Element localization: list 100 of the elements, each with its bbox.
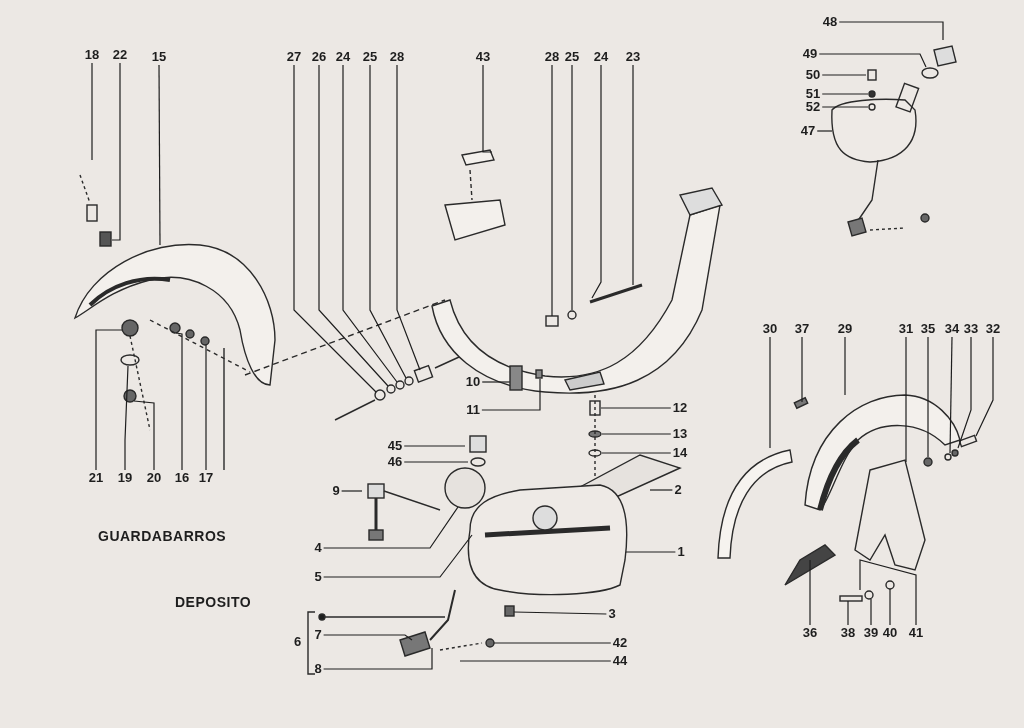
leader-line bbox=[158, 64, 161, 246]
leader-line bbox=[818, 53, 927, 68]
leader-line bbox=[481, 378, 541, 411]
callout-number: 11 bbox=[466, 403, 480, 417]
leader-line bbox=[513, 611, 607, 615]
callout-number: 20 bbox=[146, 471, 162, 485]
leader-line bbox=[957, 336, 972, 449]
leader-line bbox=[493, 642, 612, 644]
leader-line bbox=[571, 64, 573, 311]
leader-line bbox=[111, 62, 121, 241]
leader-line bbox=[481, 381, 511, 383]
leader-line bbox=[205, 344, 207, 471]
leader-line bbox=[369, 64, 407, 379]
callout-number: 44 bbox=[612, 654, 628, 668]
callout-number: 25 bbox=[362, 50, 378, 64]
leader-line bbox=[821, 93, 869, 95]
callout-number: 51 bbox=[805, 87, 821, 101]
leader-line bbox=[847, 600, 849, 626]
callout-number: 32 bbox=[985, 322, 1001, 336]
callout-number: 14 bbox=[672, 446, 688, 460]
leader-line bbox=[323, 634, 413, 641]
callout-number: 37 bbox=[794, 322, 810, 336]
leader-line bbox=[649, 489, 673, 491]
callout-number: 8 bbox=[314, 662, 322, 676]
callout-number: 45 bbox=[387, 439, 403, 453]
callout-number: 49 bbox=[802, 47, 818, 61]
callout-number: 18 bbox=[84, 48, 100, 62]
callout-number: 5 bbox=[314, 570, 322, 584]
callout-number: 13 bbox=[672, 427, 688, 441]
leader-line bbox=[124, 365, 129, 471]
leader-line bbox=[601, 452, 672, 454]
callout-number: 47 bbox=[800, 124, 816, 138]
callout-number: 29 bbox=[837, 322, 853, 336]
leader-line bbox=[600, 407, 672, 409]
callout-number: 40 bbox=[882, 626, 898, 640]
leader-line bbox=[175, 332, 183, 471]
leader-line bbox=[403, 461, 469, 463]
callout-number: 26 bbox=[311, 50, 327, 64]
section-heading: GUARDABARROS bbox=[98, 528, 227, 544]
leader-line bbox=[927, 336, 929, 458]
leader-line bbox=[551, 64, 553, 317]
callout-number: 22 bbox=[112, 48, 128, 62]
callout-number: 27 bbox=[286, 50, 302, 64]
leader-line bbox=[459, 660, 612, 662]
callout-number: 24 bbox=[593, 50, 609, 64]
leader-line bbox=[905, 336, 907, 463]
leader-line bbox=[625, 551, 676, 553]
callout-number: 35 bbox=[920, 322, 936, 336]
callout-number: 38 bbox=[840, 626, 856, 640]
callout-number: 41 bbox=[908, 626, 924, 640]
callout-number: 16 bbox=[174, 471, 190, 485]
callout-number: 30 bbox=[762, 322, 778, 336]
callout-number: 33 bbox=[963, 322, 979, 336]
callout-number: 1 bbox=[677, 545, 685, 559]
leader-line bbox=[975, 336, 994, 437]
callout-number: 48 bbox=[822, 15, 838, 29]
callout-number: 4 bbox=[314, 541, 322, 555]
callout-number: 2 bbox=[674, 483, 682, 497]
leader-line bbox=[632, 64, 634, 286]
callout-number: 28 bbox=[544, 50, 560, 64]
leader-line bbox=[482, 64, 493, 153]
callout-number: 21 bbox=[88, 471, 104, 485]
callout-number: 23 bbox=[625, 50, 641, 64]
leader-line bbox=[323, 647, 433, 670]
callout-number: 19 bbox=[117, 471, 133, 485]
callout-number: 6 bbox=[294, 634, 302, 649]
leader-line bbox=[591, 64, 602, 299]
leader-line bbox=[133, 400, 155, 471]
callout-number: 10 bbox=[465, 375, 481, 389]
leader-line bbox=[341, 490, 363, 492]
leader-line bbox=[821, 74, 867, 76]
leader-line bbox=[801, 336, 803, 403]
callout-number: 31 bbox=[898, 322, 914, 336]
leader-line bbox=[844, 336, 846, 396]
leader-line bbox=[318, 64, 389, 387]
callout-number: 3 bbox=[608, 607, 616, 621]
callout-number: 36 bbox=[802, 626, 818, 640]
leader-line bbox=[323, 506, 459, 549]
leader-line bbox=[91, 62, 93, 161]
callout-number: 34 bbox=[944, 322, 960, 336]
leader-line bbox=[769, 336, 771, 449]
callout-number: 25 bbox=[564, 50, 580, 64]
leader-line bbox=[889, 588, 891, 626]
leader-line bbox=[95, 329, 123, 471]
leader-line bbox=[601, 433, 672, 435]
callout-number: 52 bbox=[805, 100, 821, 114]
leader-line bbox=[809, 559, 811, 626]
callout-number: 24 bbox=[335, 50, 351, 64]
leader-line bbox=[816, 130, 833, 132]
leader-line bbox=[403, 445, 466, 447]
callout-number: 12 bbox=[672, 401, 688, 415]
section-heading: DEPOSITO bbox=[175, 594, 252, 610]
leader-line bbox=[838, 21, 944, 41]
callout-number: 7 bbox=[314, 628, 322, 642]
leader-line bbox=[396, 64, 421, 371]
callout-number: 28 bbox=[389, 50, 405, 64]
leader-line bbox=[323, 534, 473, 578]
callout-number: 17 bbox=[198, 471, 214, 485]
callout-number: 43 bbox=[475, 50, 491, 64]
callout-number: 42 bbox=[612, 636, 628, 650]
